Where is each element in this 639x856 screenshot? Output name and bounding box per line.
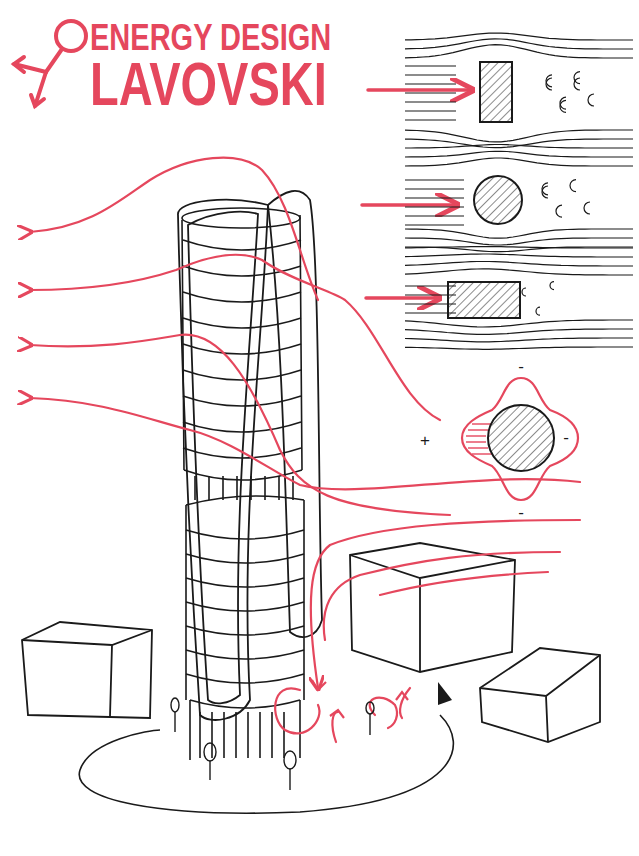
- pressure-sign: -: [516, 504, 526, 521]
- base-column: [259, 712, 261, 758]
- mullion: [222, 476, 224, 500]
- streamline: [405, 247, 633, 248]
- logo-symbol: [14, 21, 86, 106]
- base-column: [271, 712, 273, 758]
- streamline: [405, 179, 464, 180]
- streamline: [405, 33, 633, 40]
- streamline: [405, 229, 633, 238]
- floor-line: [186, 674, 304, 683]
- base-column: [199, 712, 201, 758]
- streamline: [405, 329, 633, 334]
- streamline: [405, 92, 456, 93]
- streamline: [405, 238, 633, 245]
- wake-eddy: [574, 78, 580, 90]
- brand-title: ENERGY DESIGN LAVOVSKI: [90, 2, 342, 111]
- floor-line: [183, 266, 301, 276]
- floor-line: [186, 602, 304, 611]
- streamline: [405, 158, 633, 166]
- floor-line: [186, 650, 304, 659]
- floor-line: [183, 292, 301, 302]
- pressure-sign: -: [516, 358, 526, 375]
- mullion: [236, 476, 238, 500]
- base-column: [247, 712, 249, 758]
- swirl-heads: [312, 680, 408, 718]
- streamline: [405, 347, 633, 349]
- ground-ring: [79, 715, 453, 813]
- mullion: [264, 476, 266, 500]
- mullion: [278, 476, 280, 500]
- wake-eddy: [560, 100, 566, 112]
- streamline: [405, 65, 456, 66]
- base-column: [235, 712, 237, 758]
- wake-eddy: [542, 183, 548, 195]
- mullion: [208, 476, 210, 500]
- wake-eddy: [584, 202, 590, 214]
- pink-arrows: [362, 90, 470, 298]
- streamline: [405, 338, 633, 342]
- base-posts: [171, 698, 374, 790]
- streamline: [405, 254, 633, 257]
- wake-eddy: [546, 75, 552, 87]
- pressure-sign: -: [561, 429, 571, 446]
- streamline: [405, 206, 464, 207]
- streamline: [405, 145, 633, 149]
- streamline: [405, 247, 633, 252]
- streamline: [405, 224, 464, 225]
- mullion: [292, 476, 294, 500]
- flow-streamlines: [405, 33, 633, 349]
- flow-obstacles: [448, 62, 522, 318]
- streamline: [405, 215, 464, 216]
- wake-eddy: [570, 180, 576, 192]
- floor-line: [183, 396, 301, 406]
- streamline: [405, 130, 633, 142]
- floor-line: [183, 344, 301, 354]
- floor-line: [183, 240, 301, 250]
- streamline: [405, 139, 633, 148]
- streamline: [405, 74, 456, 75]
- surrounding-buildings: [22, 543, 600, 742]
- pressure-sign: +: [418, 432, 432, 449]
- streamline: [405, 101, 456, 102]
- streamline: [405, 110, 456, 111]
- wake-eddy: [556, 205, 562, 217]
- streamline: [405, 269, 633, 275]
- wake-eddy: [588, 94, 594, 106]
- base-column: [283, 712, 285, 758]
- floor-line: [183, 318, 301, 328]
- streamline: [405, 83, 456, 84]
- streamline: [405, 45, 633, 58]
- streamline: [405, 151, 633, 157]
- streamline: [405, 119, 456, 120]
- wake-eddy: [522, 288, 526, 296]
- wake-eddy: [550, 282, 554, 290]
- wake-eddy: [536, 307, 540, 315]
- streamline: [405, 188, 464, 189]
- streamline: [405, 262, 633, 267]
- black-arrowhead: [438, 682, 452, 705]
- floor-line: [186, 554, 304, 563]
- floor-line: [186, 578, 304, 587]
- airflow-lines: [30, 158, 580, 742]
- streamline: [405, 320, 633, 327]
- streamline: [405, 197, 464, 198]
